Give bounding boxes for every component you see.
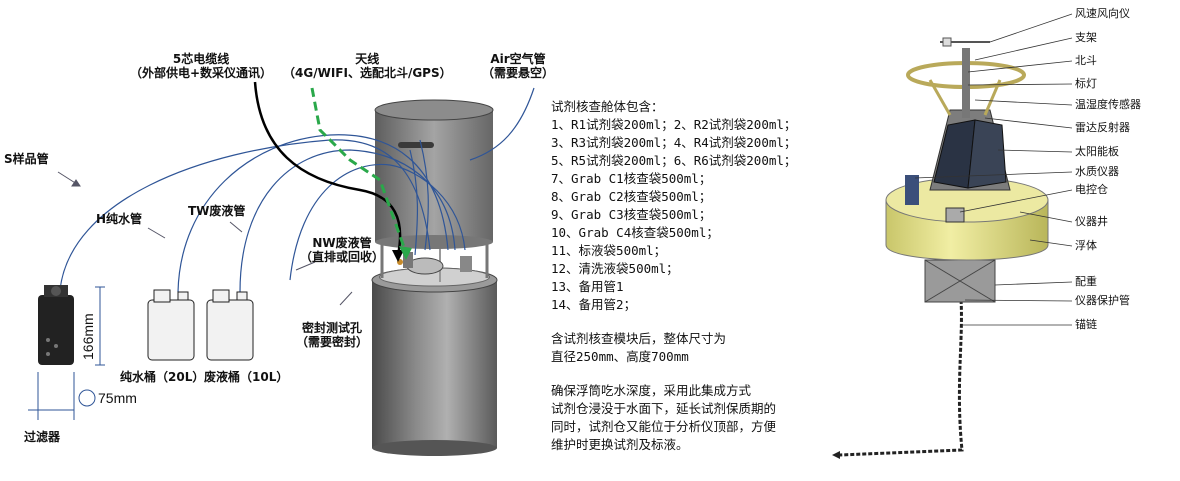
cable-label: 5芯电缆线 （外部供电+数采仪通讯） (130, 52, 273, 80)
reagent-cabin (374, 99, 494, 249)
seal-hole-label: 密封测试孔 （需要密封） (296, 321, 369, 349)
buoy-illustration (832, 37, 1049, 459)
spec-line: 9、Grab C3核查袋500ml； (551, 207, 712, 222)
filter-label: 过滤器 (24, 430, 61, 444)
pointer-lines (57, 171, 353, 306)
buoy-label-counterweight: 配重 (1075, 275, 1097, 288)
tw-pipe-label: TW废液管 (188, 204, 246, 218)
sample-pipe-label: S样品管 (4, 152, 49, 166)
waste-bucket (206, 289, 254, 361)
buoy-label-protection-tube: 仪器保护管 (1075, 294, 1130, 307)
size-note: 含试剂核查模块后，整体尺寸为 直径250mm、高度700mm (551, 331, 727, 364)
spec-line: 8、Grab C2核查袋500ml； (551, 189, 712, 204)
buoy-label-control-cabin: 电控仓 (1075, 183, 1108, 196)
buoy-label-beidou: 北斗 (1075, 54, 1097, 67)
waste-bucket-label: 废液桶（10L） (204, 370, 289, 384)
spec-line: 14、备用管2； (551, 297, 637, 312)
nw-pipe-label: NW废液管 （直排或回收） (300, 236, 385, 264)
spec-line: 12、清洗液袋500ml； (551, 261, 679, 276)
diameter-dimension: 75mm (98, 390, 137, 406)
filter-device (28, 285, 105, 420)
buoy-label-bracket: 支架 (1075, 31, 1097, 44)
antenna-line (310, 87, 407, 251)
tube-lines (59, 87, 535, 293)
spec-line: 13、备用管1 (551, 279, 624, 294)
pure-bucket-label: 纯水桶（20L） (120, 370, 205, 384)
design-note: 确保浮筒吃水深度，采用此集成方式 试剂仓浸没于水面下，延长试剂保质期的 同时，试… (551, 383, 777, 452)
spec-title: 试剂核查舱体包含： (551, 99, 664, 114)
buoy-label-beacon: 标灯 (1075, 77, 1097, 90)
power-cable (253, 81, 402, 256)
pure-water-bucket (147, 289, 195, 361)
buoy-label-float: 浮体 (1075, 239, 1097, 252)
height-dimension: 166mm (80, 313, 96, 360)
spec-line: 7、Grab C1核查袋500ml； (551, 171, 712, 186)
buoy-label-radar-reflector: 雷达反射器 (1075, 121, 1130, 134)
buoy-label-water-instrument: 水质仪器 (1075, 165, 1119, 178)
spec-line: 5、R5试剂袋200ml；6、R6试剂袋200ml； (551, 153, 797, 168)
buoy-label-solar-panel: 太阳能板 (1075, 145, 1119, 158)
reagent-rack (380, 240, 489, 282)
spec-line: 3、R3试剂袋200ml；4、R4试剂袋200ml； (551, 135, 797, 150)
spec-line: 1、R1试剂袋200ml；2、R2试剂袋200ml； (551, 117, 797, 132)
spec-list: 试剂核查舱体包含： 1、R1试剂袋200ml；2、R2试剂袋200ml； 3、R… (551, 98, 796, 314)
h-pipe-label: H纯水管 (96, 212, 143, 226)
buoy-label-wind-sensor: 风速风向仪 (1075, 7, 1130, 20)
buoy-label-instrument-well: 仪器井 (1075, 215, 1108, 228)
air-pipe-label: Air空气管 （需要悬空） (482, 52, 555, 80)
antenna-label: 天线 （4G/WIFI、选配北斗/GPS） (283, 52, 452, 80)
analyzer-cylinder (371, 267, 498, 456)
buoy-label-humidity-sensor: 温湿度传感器 (1075, 98, 1141, 111)
spec-line: 11、标液袋500ml； (551, 243, 667, 258)
buoy-leader-lines (914, 13, 1073, 326)
spec-line: 10、Grab C4核查袋500ml； (551, 225, 719, 240)
buoy-label-anchor-chain: 锚链 (1075, 318, 1097, 331)
